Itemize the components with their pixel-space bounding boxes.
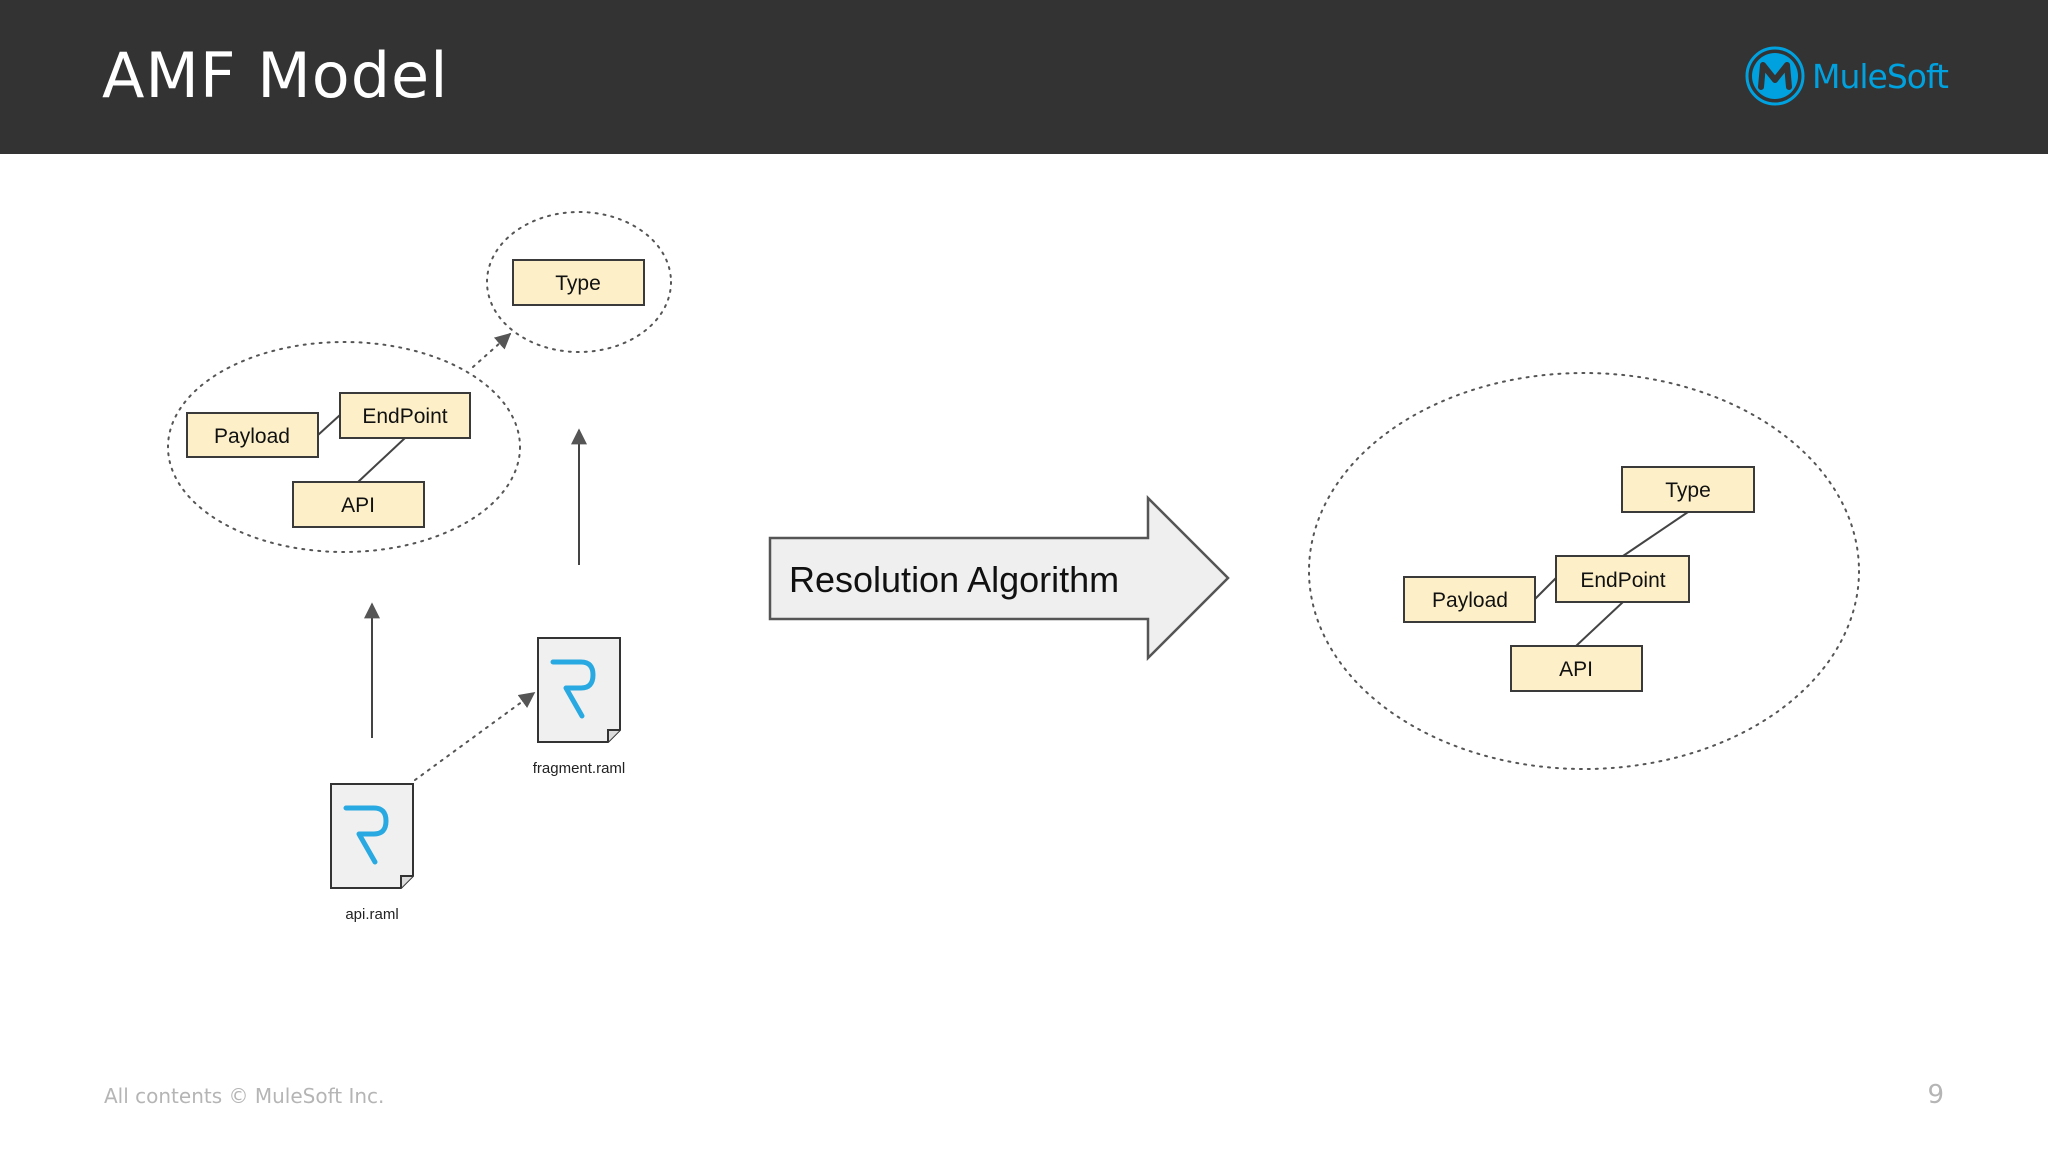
- reference-arrow-lower: [414, 692, 536, 781]
- type-fragment-ellipse: [486, 211, 672, 353]
- left-model-ellipse: [167, 341, 521, 553]
- resolution-algorithm-label: Resolution Algorithm: [789, 559, 1119, 600]
- reference-arrow-upper: [472, 332, 512, 368]
- raml-file-icon: [550, 659, 596, 719]
- right-type-label: Type: [1665, 479, 1711, 502]
- left-endpoint-node: EndPoint: [339, 392, 471, 439]
- right-api-label: API: [1559, 658, 1593, 681]
- right-api-node: API: [1510, 645, 1643, 692]
- slide-title: AMF Model: [102, 39, 449, 112]
- payload-endpoint-link: [317, 414, 341, 436]
- api-raml-file: api.raml: [330, 783, 414, 923]
- raml-file-icon: [343, 805, 389, 865]
- left-payload-node: Payload: [186, 412, 319, 458]
- mulesoft-logo: MuleSoft: [1744, 44, 1949, 108]
- resolution-algorithm-arrow: Resolution Algorithm: [768, 494, 1230, 662]
- right-type-node: Type: [1621, 466, 1755, 513]
- fragment-raml-label: fragment.raml: [533, 760, 626, 777]
- type-node: Type: [512, 259, 645, 306]
- mulesoft-logo-text: MuleSoft: [1812, 56, 1949, 96]
- left-payload-label: Payload: [214, 425, 290, 448]
- payload-endpoint-link-right: [1534, 577, 1557, 600]
- type-endpoint-link: [1622, 511, 1689, 557]
- slide-header: AMF Model MuleSoft: [0, 0, 2048, 154]
- mulesoft-logo-icon: [1745, 46, 1805, 106]
- right-payload-node: Payload: [1403, 576, 1536, 623]
- page-number: 9: [1927, 1080, 1944, 1110]
- endpoint-api-link: [357, 437, 406, 483]
- api-raml-label: api.raml: [345, 906, 398, 923]
- endpoint-api-link-right: [1575, 601, 1624, 647]
- copyright-footer: All contents © MuleSoft Inc.: [104, 1084, 385, 1108]
- right-payload-label: Payload: [1432, 589, 1508, 612]
- left-endpoint-label: EndPoint: [362, 405, 447, 428]
- type-node-label: Type: [555, 272, 601, 295]
- right-endpoint-node: EndPoint: [1555, 555, 1690, 603]
- resolved-model-ellipse: [1308, 372, 1860, 770]
- left-api-label: API: [341, 494, 375, 517]
- right-endpoint-label: EndPoint: [1580, 569, 1665, 592]
- left-api-node: API: [292, 481, 425, 528]
- fragment-raml-file: fragment.raml: [533, 637, 626, 777]
